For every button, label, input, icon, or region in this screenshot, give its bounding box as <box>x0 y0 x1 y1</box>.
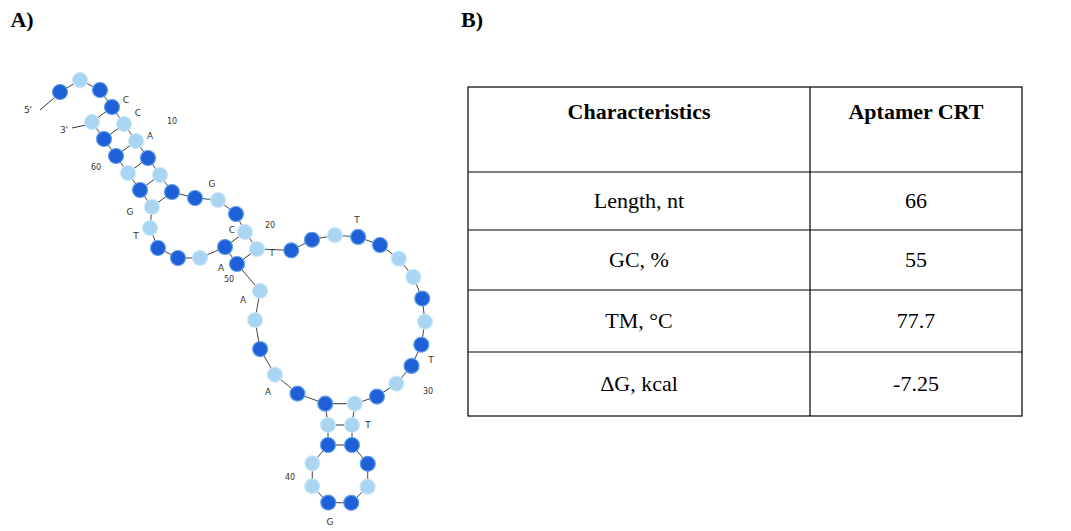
nucleotide <box>188 191 203 206</box>
nucleotide <box>415 291 430 306</box>
nucleotide <box>73 73 88 88</box>
backbone-line <box>60 80 425 503</box>
position-number: 50 <box>224 276 234 284</box>
base-letter: C <box>123 96 129 105</box>
nucleotide <box>109 149 124 164</box>
nucleotide <box>151 241 166 256</box>
end-label: 3' <box>60 126 68 135</box>
base-letter: G <box>327 518 334 527</box>
nucleotide <box>171 251 186 266</box>
base-letter: A <box>240 296 246 305</box>
table-grid <box>468 87 1022 416</box>
nucleotide <box>305 479 320 494</box>
three-prime-leader <box>72 125 86 128</box>
position-number: 60 <box>91 164 101 172</box>
nucleotide <box>193 251 208 266</box>
nucleotide <box>153 168 168 183</box>
nucleotide <box>145 200 160 215</box>
nucleotide <box>345 418 360 433</box>
nucleotide <box>141 151 156 166</box>
table-cell: 77.7 <box>897 310 936 332</box>
base-letter: T <box>365 421 371 430</box>
panel-label: B) <box>461 9 483 31</box>
nucleotide <box>133 183 148 198</box>
nucleotide <box>305 232 320 247</box>
nucleotide <box>360 479 375 494</box>
nucleotide <box>267 367 282 382</box>
nucleotide <box>373 238 388 253</box>
nucleotide <box>143 221 158 236</box>
table-cell: ΔG, kcal <box>600 373 678 395</box>
table-header: Characteristics <box>568 101 711 123</box>
nucleotide <box>229 207 244 222</box>
nucleotide <box>406 270 421 285</box>
nucleotide <box>248 313 263 328</box>
nucleotide <box>389 376 404 391</box>
base-letter: T <box>354 216 360 225</box>
base-letter: A <box>218 264 224 273</box>
nucleotide <box>117 117 132 132</box>
nucleotide <box>369 389 384 404</box>
nucleotide <box>284 243 299 258</box>
base-letter: C <box>135 109 141 118</box>
base-letter: T <box>428 356 434 365</box>
backbone <box>60 80 425 503</box>
nucleotide <box>345 438 360 453</box>
nucleotide <box>230 257 245 272</box>
nucleotide <box>250 242 265 257</box>
position-number: 20 <box>265 222 275 230</box>
nucleotide <box>211 193 226 208</box>
nucleotide <box>318 396 333 411</box>
base-letter: T <box>133 232 139 241</box>
base-letter: G <box>127 208 134 217</box>
table-cell: TM, °C <box>605 310 672 332</box>
base-pairs <box>92 107 355 445</box>
position-number: 40 <box>285 474 295 482</box>
table-cell: 66 <box>905 190 927 212</box>
nucleotide <box>305 456 320 471</box>
nucleotide <box>391 251 406 266</box>
base-letter: C <box>229 226 235 235</box>
base-letter: T <box>269 249 275 258</box>
five-prime-leader <box>40 98 54 110</box>
table-cell: 55 <box>905 249 927 271</box>
table-cell: -7.25 <box>893 373 939 395</box>
base-letter: A <box>147 132 153 141</box>
table-header: Aptamer CRT <box>848 101 983 123</box>
nucleotide <box>404 358 419 373</box>
nucleotide <box>129 134 144 149</box>
nucleotide <box>218 240 233 255</box>
nucleotide <box>165 185 180 200</box>
nucleotide <box>321 495 336 510</box>
nucleotide <box>321 438 336 453</box>
nucleotide <box>414 337 429 352</box>
nucleotide <box>344 495 359 510</box>
position-number: 30 <box>423 388 433 396</box>
nucleotide <box>417 314 432 329</box>
end-label: 5' <box>24 106 32 115</box>
nucleotide <box>253 342 268 357</box>
nucleotide <box>321 418 336 433</box>
nucleotide <box>97 132 112 147</box>
position-number: 10 <box>167 118 177 126</box>
nucleotides <box>53 73 433 511</box>
table-cell: Length, nt <box>594 190 684 212</box>
nucleotide <box>327 228 342 243</box>
nucleotide <box>121 166 136 181</box>
base-letter: A <box>265 388 271 397</box>
nucleotide <box>238 225 253 240</box>
panel-label: A) <box>10 9 33 31</box>
nucleotide <box>53 85 68 100</box>
nucleotide <box>253 283 268 298</box>
nucleotide <box>85 115 100 130</box>
table-cell: GC, % <box>609 249 669 271</box>
nucleotide <box>360 456 375 471</box>
nucleotide <box>347 396 362 411</box>
nucleotide <box>93 83 108 98</box>
base-letter: G <box>209 180 216 189</box>
nucleotide <box>351 229 366 244</box>
nucleotide <box>105 100 120 115</box>
nucleotide <box>290 386 305 401</box>
